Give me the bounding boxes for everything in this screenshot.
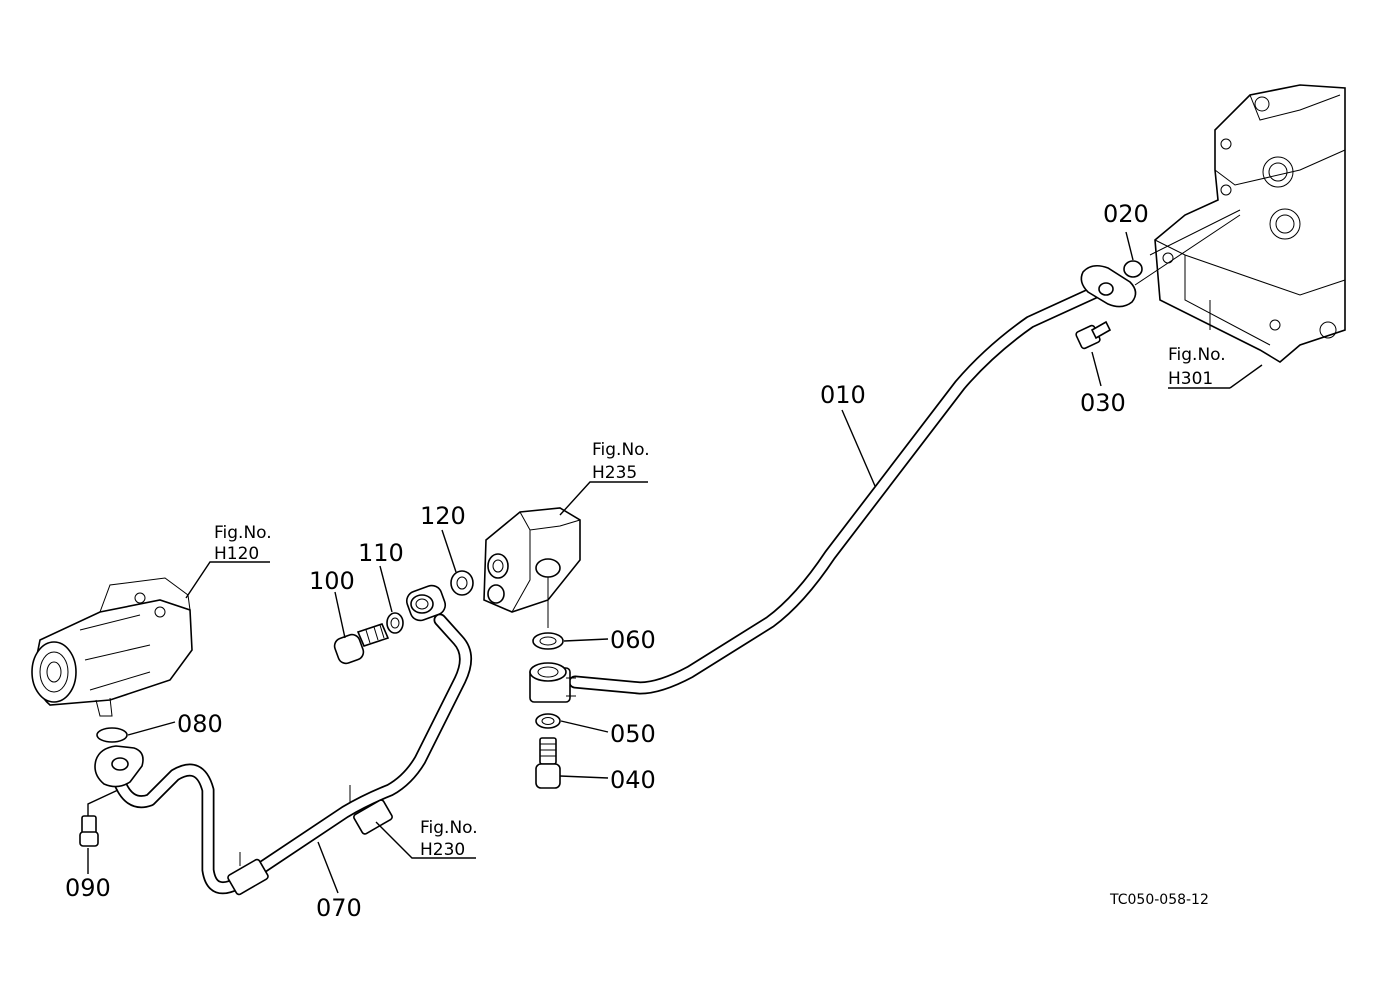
valve-block bbox=[483, 507, 581, 628]
label-080: 080 bbox=[177, 710, 223, 738]
label-100: 100 bbox=[309, 567, 355, 595]
label-030: 030 bbox=[1080, 389, 1126, 417]
label-060: 060 bbox=[610, 626, 656, 654]
figure-ref-h230: Fig.No. H230 bbox=[420, 818, 478, 860]
pipe-010 bbox=[529, 264, 1137, 703]
figure-ref-h120-line2: H120 bbox=[214, 544, 259, 564]
label-050: 050 bbox=[610, 720, 656, 748]
leader-lines bbox=[87, 231, 1263, 894]
banjo-bolt-100 bbox=[333, 623, 390, 665]
pipe-070 bbox=[94, 584, 472, 896]
figure-ref-h230-line2: H230 bbox=[420, 840, 465, 860]
label-120: 120 bbox=[420, 502, 466, 530]
oring-020 bbox=[1123, 260, 1143, 278]
washer-050 bbox=[535, 713, 561, 729]
drawing-code: TC050-058-12 bbox=[1109, 892, 1209, 908]
washer-110 bbox=[386, 612, 404, 634]
figure-ref-h120-line1: Fig.No. bbox=[214, 523, 272, 543]
figure-ref-h235-line1: Fig.No. bbox=[592, 440, 650, 460]
figure-ref-h301: Fig.No. H301 bbox=[1168, 345, 1226, 389]
figure-ref-h235-line2: H235 bbox=[592, 463, 637, 483]
label-110: 110 bbox=[358, 539, 404, 567]
hydraulic-pump bbox=[31, 577, 193, 717]
figure-ref-h230-line1: Fig.No. bbox=[420, 818, 478, 838]
washer-120 bbox=[450, 570, 474, 596]
label-070: 070 bbox=[316, 894, 362, 922]
banjo-bolt-040 bbox=[535, 737, 561, 789]
figure-ref-h120: Fig.No. H120 bbox=[214, 523, 272, 564]
oring-080 bbox=[96, 727, 128, 743]
figure-ref-h301-line1: Fig.No. bbox=[1168, 345, 1226, 365]
label-090: 090 bbox=[65, 874, 111, 902]
bolt-090 bbox=[79, 815, 99, 847]
figure-ref-h301-line2: H301 bbox=[1168, 369, 1213, 389]
washer-060 bbox=[532, 632, 564, 650]
label-020: 020 bbox=[1103, 200, 1149, 228]
label-040: 040 bbox=[610, 766, 656, 794]
bolt-030 bbox=[1075, 320, 1112, 350]
control-valve-assembly bbox=[1134, 84, 1346, 363]
label-010: 010 bbox=[820, 381, 866, 409]
figure-ref-h235: Fig.No. H235 bbox=[592, 440, 650, 483]
